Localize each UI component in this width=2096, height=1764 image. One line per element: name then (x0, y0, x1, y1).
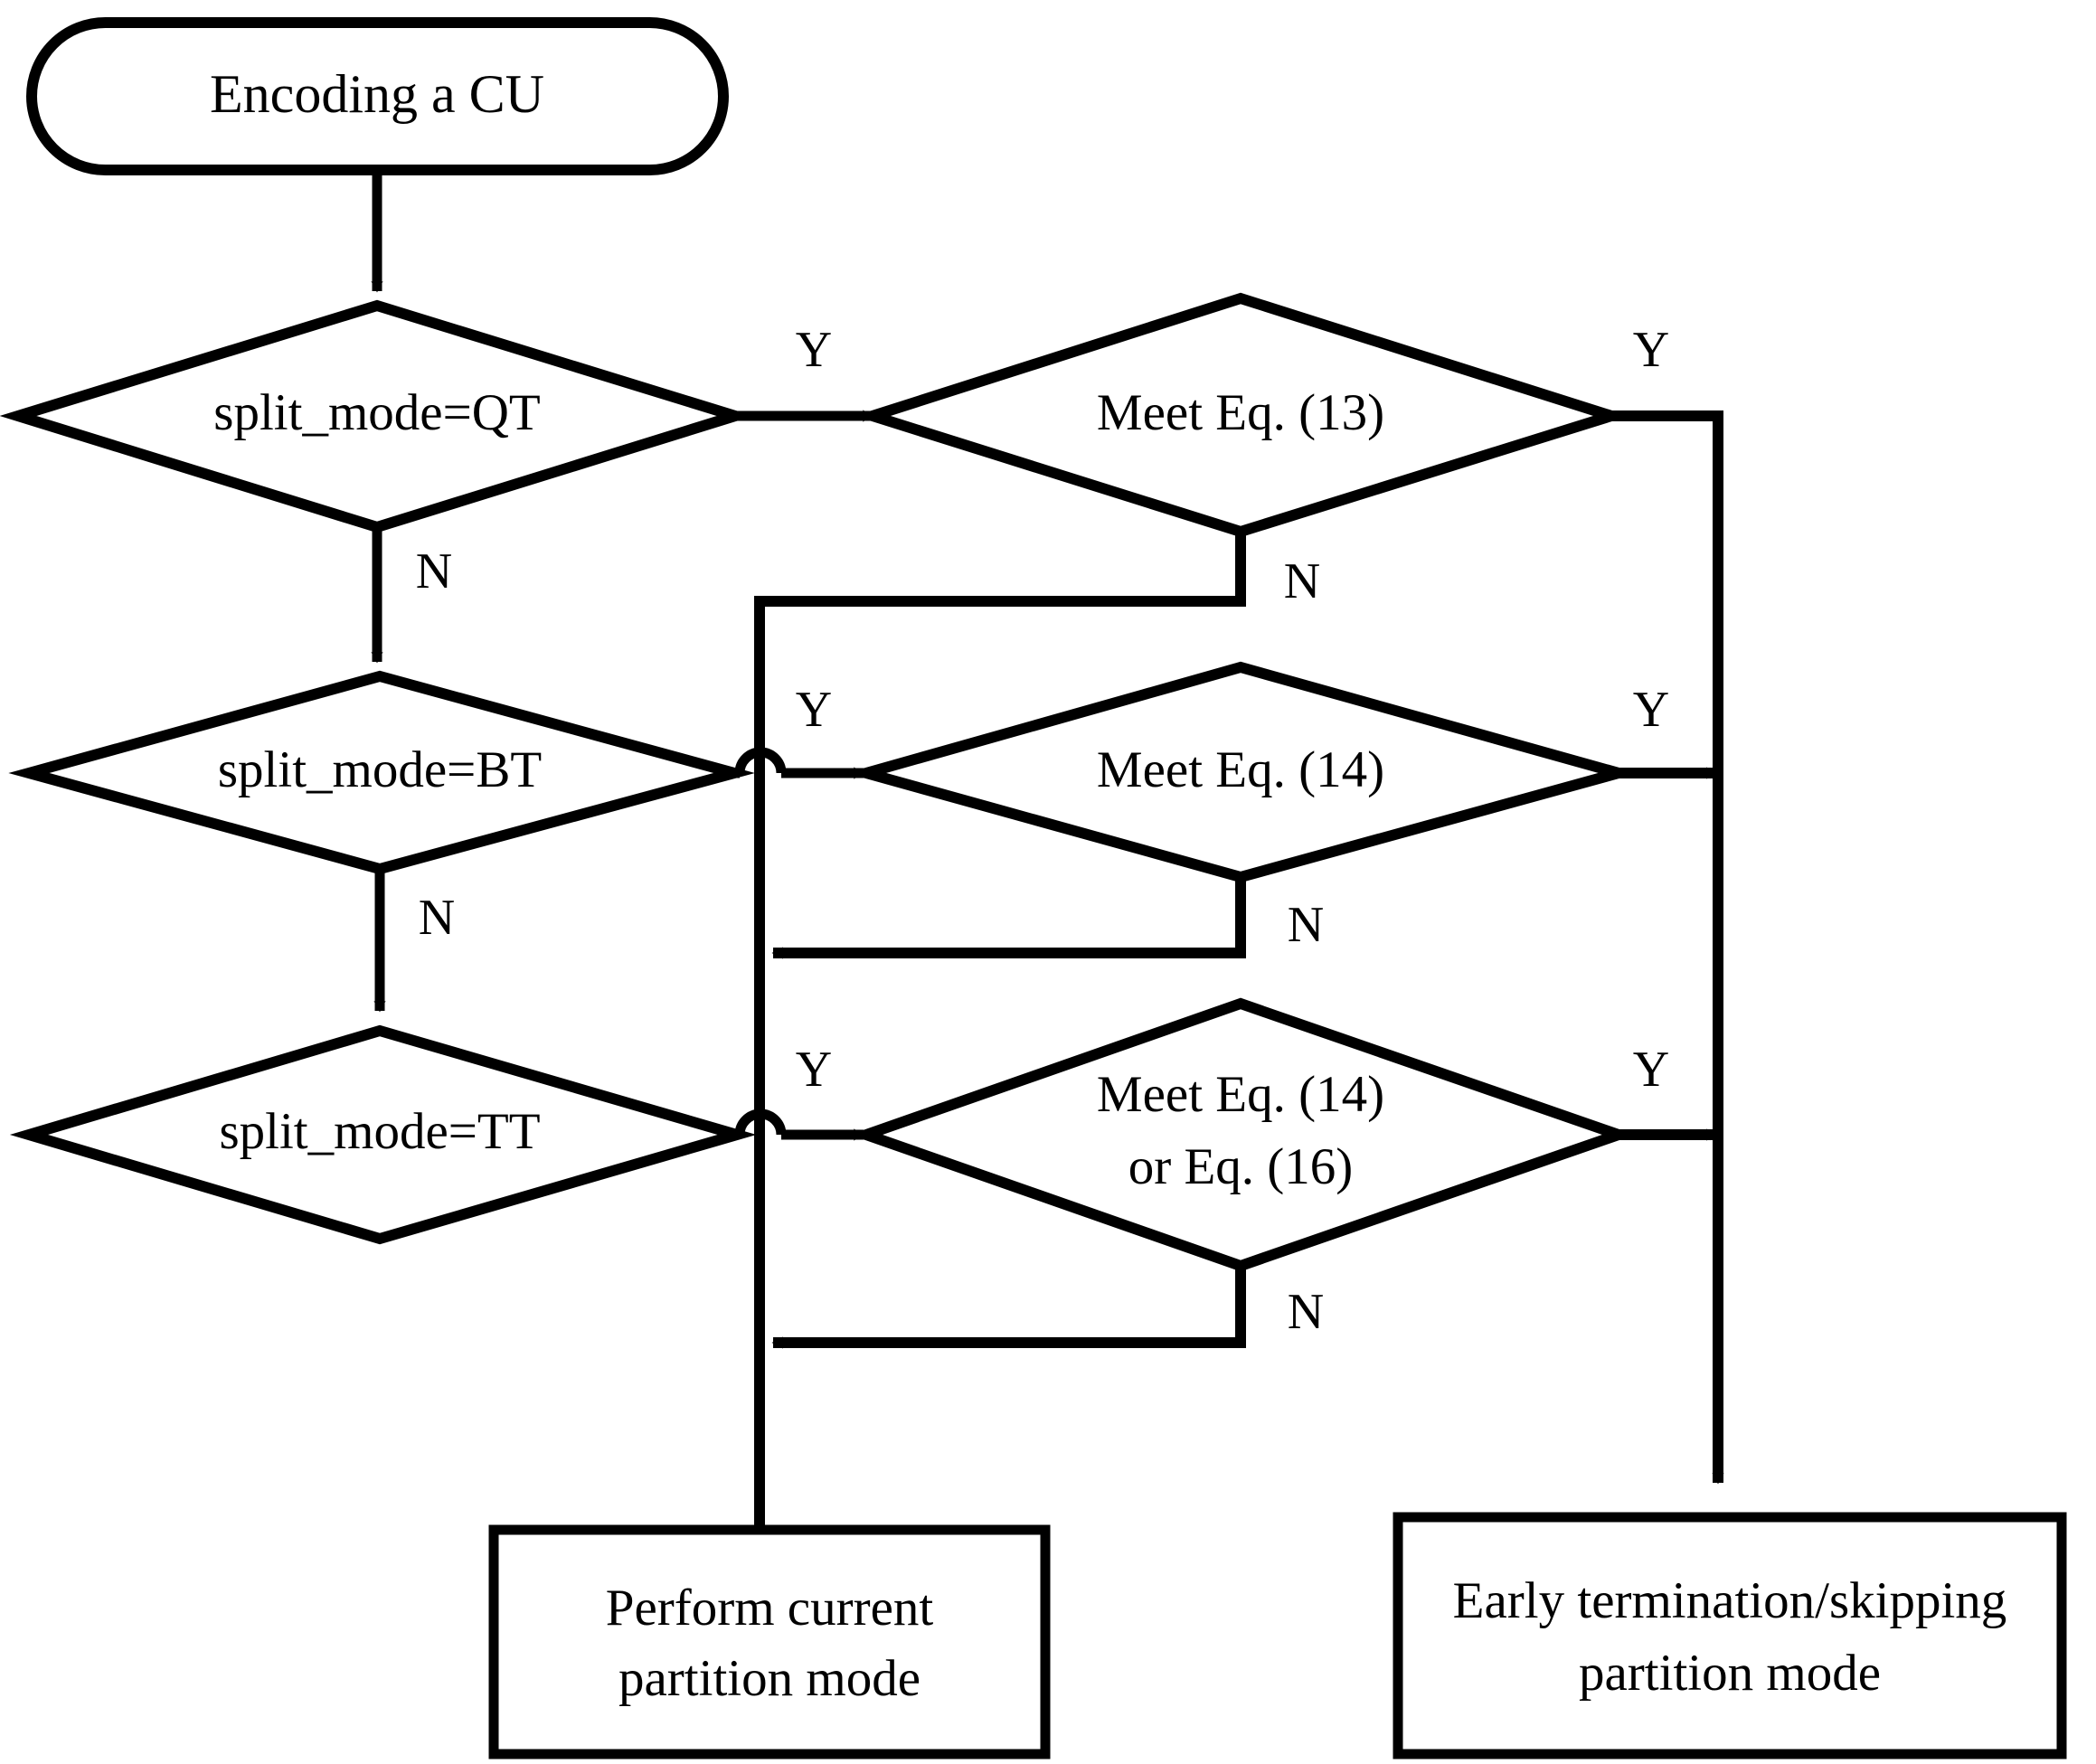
edge-hop-arc (734, 747, 787, 774)
dec-bt-label: split_mode=BT (218, 741, 542, 798)
early-node-label-line2: partition mode (1579, 1645, 1881, 1702)
edge-label-bt-yes: Y (796, 682, 832, 738)
edge-eq14-16-no (771, 1266, 1246, 1349)
edge-label-eq14-16-yes: Y (1633, 1042, 1669, 1098)
dec-eq14-16-label-line2: or Eq. (16) (1128, 1138, 1354, 1195)
node-dec-eq14: Meet Eq. (14) (845, 661, 1639, 883)
perform-node-label-line2: partition mode (618, 1650, 921, 1707)
edge-hop-arc (734, 1108, 787, 1136)
edge-bt-yes (734, 747, 865, 779)
edge-tt-yes (734, 1108, 865, 1141)
edge-line (771, 1266, 1246, 1349)
edge-line (771, 877, 1246, 959)
edge-eq14-no (771, 877, 1246, 959)
edge-trunk-right (1611, 410, 1724, 1485)
edge-label-qt-no: N (416, 543, 452, 599)
early-node-label-line1: Early termination/skipping (1453, 1572, 2007, 1629)
edge-label-eq14-no: N (1288, 897, 1324, 953)
dec-eq14-label: Meet Eq. (14) (1097, 741, 1384, 798)
dec-eq13-label: Meet Eq. (13) (1097, 384, 1384, 441)
edge-line (754, 532, 1246, 1530)
node-perform: Perform current partition mode (488, 1524, 1051, 1759)
start-node-label: Encoding a CU (210, 64, 544, 124)
early-node-shape (1393, 1512, 2067, 1759)
dec-tt-label: split_mode=TT (219, 1103, 540, 1160)
node-dec-bt: split_mode=BT (8, 670, 755, 875)
node-dec-eq13: Meet Eq. (13) (854, 292, 1629, 538)
node-dec-eq14-16: Meet Eq. (14) or Eq. (16) (849, 997, 1636, 1272)
dec-qt-label: split_mode=QT (213, 384, 540, 441)
perform-node-shape (488, 1524, 1051, 1759)
edge-label-eq13-yes: Y (1633, 322, 1669, 378)
dec-eq14-16-shape (849, 997, 1636, 1272)
perform-node-label-line1: Perform current (606, 1580, 934, 1637)
edge-label-eq13-no: N (1284, 553, 1320, 609)
edge-label-qt-yes: Y (796, 322, 832, 378)
node-start: Encoding a CU (26, 17, 729, 175)
dec-eq14-16-label-line1: Meet Eq. (14) (1097, 1066, 1384, 1123)
edge-label-bt-no: N (419, 890, 455, 946)
node-early-termination: Early termination/skipping partition mod… (1393, 1512, 2067, 1759)
node-dec-qt: split_mode=QT (0, 299, 754, 533)
node-dec-tt: split_mode=TT (9, 1024, 757, 1245)
edge-label-eq14-16-no: N (1288, 1284, 1324, 1340)
edge-line (1611, 410, 1724, 1485)
edge-trunk-left (754, 532, 1246, 1530)
edge-label-eq14-yes: Y (1633, 682, 1669, 738)
edge-label-tt-yes: Y (796, 1042, 832, 1098)
